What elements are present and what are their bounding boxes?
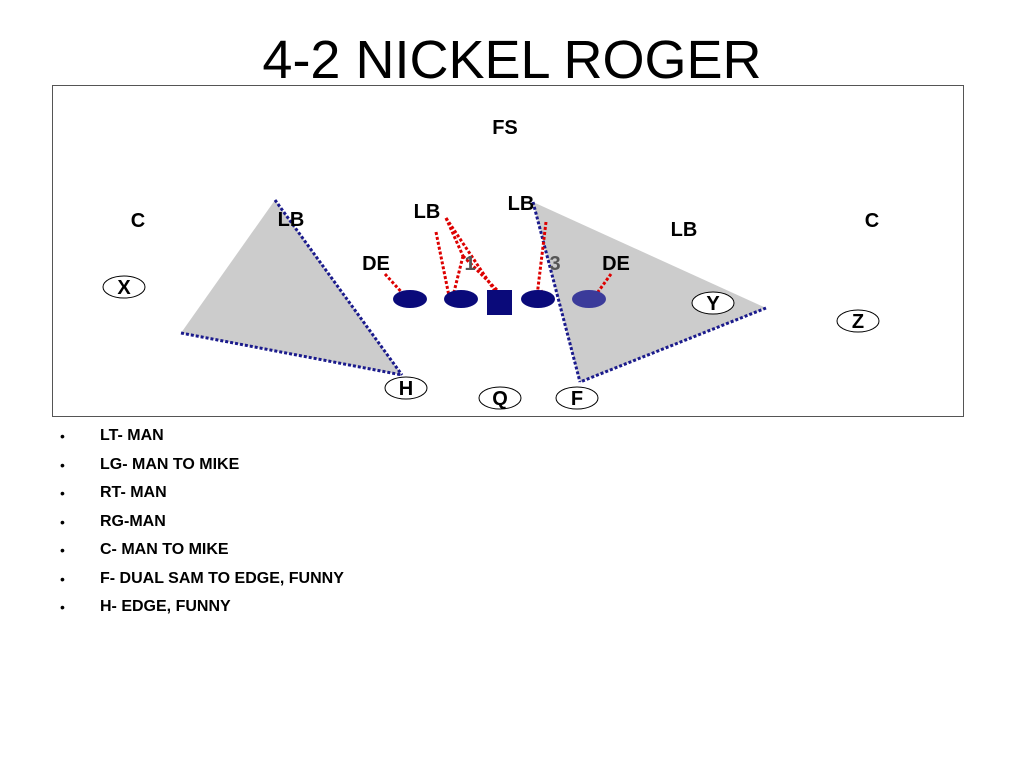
lineman-rg (521, 290, 555, 308)
lineman-lg (444, 290, 478, 308)
svg-text:H: H (399, 378, 413, 400)
label-technique-1: 1 (464, 253, 475, 275)
note-item: • LT- MAN (58, 424, 344, 453)
bullet-icon: • (60, 456, 65, 473)
bullet-icon: • (60, 542, 65, 558)
label-fs: FS (492, 117, 518, 139)
bullet-icon: • (60, 570, 65, 587)
play-diagram-canvas: FS C C LB LB LB LB DE DE 1 3 X Y Z H Q (102, 117, 880, 410)
assignment-notes: • LT- MAN • LG- MAN TO MIKE • RT- MAN • RG-M… (58, 424, 344, 624)
note-item: • LG- MAN TO MIKE (58, 453, 344, 482)
svg-text:Q: Q (492, 388, 508, 410)
player-z: Z (836, 309, 880, 333)
player-f: F (555, 386, 599, 410)
player-h: H (384, 376, 428, 400)
label-lb-left: LB (278, 209, 305, 231)
note-item: • RG-MAN (58, 510, 344, 539)
note-text: RT- MAN (100, 484, 167, 501)
note-text: LG- MAN TO MIKE (100, 455, 240, 473)
page-title: 4-2 NICKEL ROGER (262, 30, 762, 90)
label-technique-3: 3 (549, 253, 560, 275)
lineman-lt (393, 290, 427, 308)
bullet-icon: • (60, 428, 65, 444)
note-item: • C- MAN TO MIKE (58, 538, 344, 567)
bullet-icon: • (60, 599, 65, 615)
left-zone (181, 200, 402, 375)
note-text: C- MAN TO MIKE (100, 541, 229, 558)
center-square (487, 290, 512, 315)
lineman-rt (572, 290, 606, 308)
left-zone-outline (180, 199, 404, 377)
svg-text:X: X (117, 277, 131, 299)
note-text: H- EDGE, FUNNY (100, 598, 231, 615)
label-c-left: C (131, 210, 145, 232)
right-zone-outline (531, 201, 767, 384)
play-diagram: FS C C LB LB LB LB DE DE 1 3 X Y Z H Q (52, 85, 964, 417)
note-item: • H- EDGE, FUNNY (58, 595, 344, 624)
player-q: Q (478, 386, 522, 410)
label-lb-inside-right: LB (508, 193, 535, 215)
note-item: • RT- MAN (58, 481, 344, 510)
label-lb-right: LB (671, 219, 698, 241)
svg-text:Y: Y (706, 293, 720, 315)
label-lb-inside-left: LB (414, 201, 441, 223)
svg-text:Z: Z (852, 311, 864, 333)
bullet-icon: • (60, 513, 65, 530)
note-item: • F- DUAL SAM TO EDGE, FUNNY (58, 567, 344, 596)
bullet-icon: • (60, 485, 65, 501)
label-de-right: DE (602, 253, 630, 275)
label-c-right: C (865, 210, 879, 232)
player-x: X (102, 275, 146, 299)
note-text: RG-MAN (100, 512, 166, 530)
label-de-left: DE (362, 253, 390, 275)
svg-text:F: F (571, 388, 583, 410)
note-text: LT- MAN (100, 427, 164, 444)
player-y: Y (691, 291, 735, 315)
note-text: F- DUAL SAM TO EDGE, FUNNY (100, 569, 344, 587)
right-zone (533, 202, 766, 382)
